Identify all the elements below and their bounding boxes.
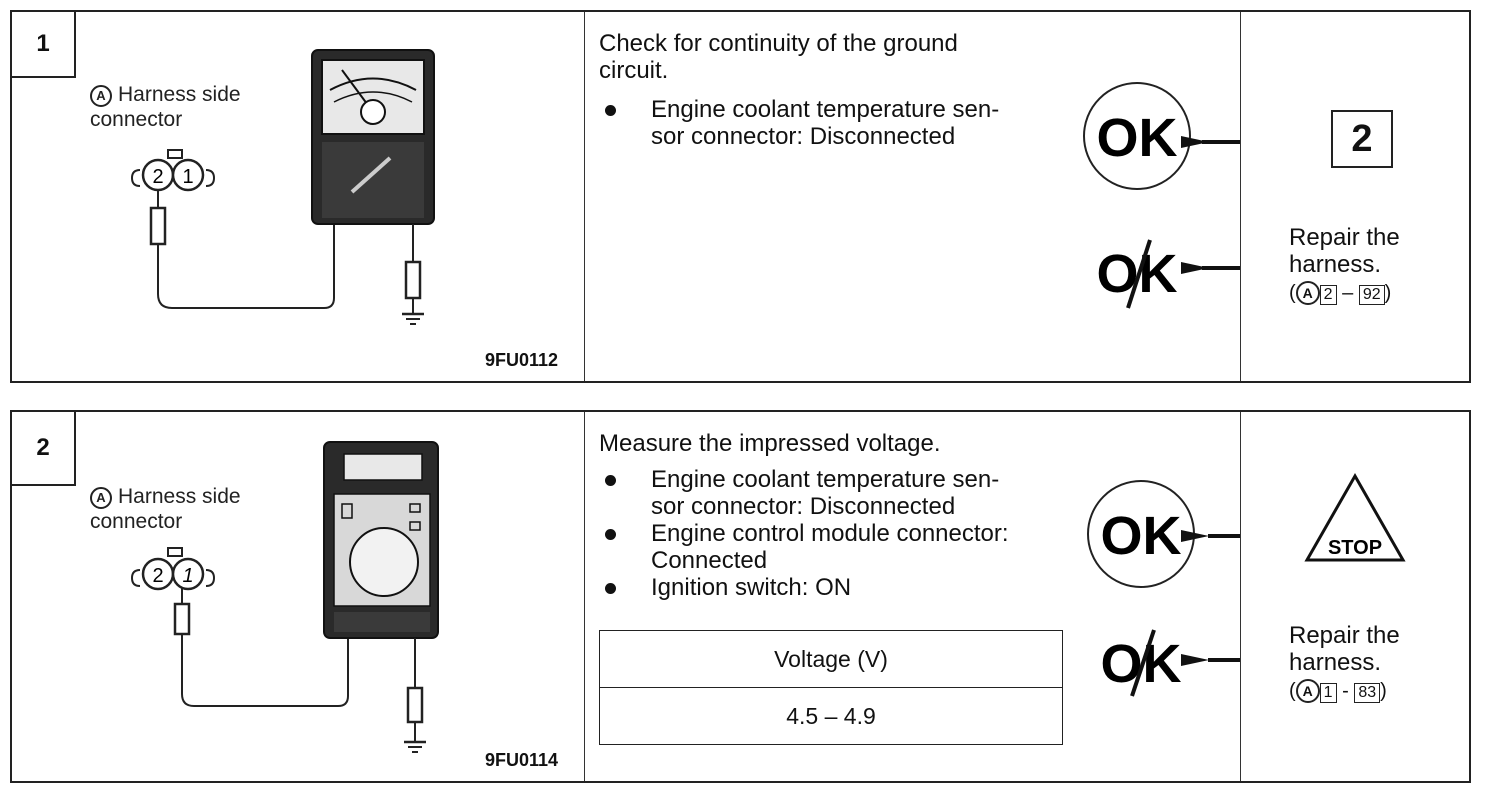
condition-item: Engine coolant temperature sen-sor conne… xyxy=(601,96,999,150)
instruction-title: Measure the impressed voltage. xyxy=(599,430,941,457)
bullet-icon xyxy=(605,529,616,540)
arrow-heads xyxy=(1181,530,1209,666)
condition-item: Engine coolant temperature sen-sor conne… xyxy=(601,466,1009,520)
instruction-title: Check for continuity of the ground circu… xyxy=(599,30,958,84)
analog-multimeter-diagram: 2 1 xyxy=(130,49,435,325)
callout-a-icon: A xyxy=(90,487,112,509)
bullet-icon xyxy=(605,475,616,486)
condition-list: Engine coolant temperature sen-sor conne… xyxy=(601,466,1009,601)
table-value: 4.5 – 4.9 xyxy=(599,687,1063,745)
go-to-step-2-box: 2 xyxy=(1331,110,1393,168)
step-number: 1 xyxy=(12,12,76,78)
ground-symbol-icon xyxy=(404,740,426,753)
figure-code: 9FU0112 xyxy=(484,350,558,370)
ng-crossed-ok-icon: OK xyxy=(1097,239,1178,309)
connector-pin-1: 1 xyxy=(182,166,193,188)
digital-multimeter-icon xyxy=(323,441,439,639)
svg-text:STOP: STOP xyxy=(1328,537,1382,559)
callout-a-icon: A xyxy=(90,85,112,107)
ok-circle-icon: OK xyxy=(1083,82,1191,190)
stop-triangle-icon: STOP xyxy=(1304,472,1406,562)
step-2-ok-ng-marks: OK OK xyxy=(1087,480,1240,697)
svg-text:OK: OK xyxy=(1097,108,1178,168)
table-header: Voltage (V) xyxy=(599,630,1063,688)
step-number: 2 xyxy=(12,412,76,486)
callout-a-icon: A xyxy=(1295,281,1320,305)
condition-item: Engine control module connector:Connecte… xyxy=(601,520,1009,574)
condition-list: Engine coolant temperature sen-sor conne… xyxy=(601,96,999,150)
ground-symbol-icon xyxy=(402,312,424,325)
voltage-spec-table: Voltage (V) 4.5 – 4.9 xyxy=(599,630,1063,745)
bullet-icon xyxy=(605,583,616,594)
svg-text:OK: OK xyxy=(1101,506,1182,566)
bullet-icon xyxy=(605,105,616,116)
step-2-instructions: Measure the impressed voltage. Engine co… xyxy=(585,412,1240,781)
analog-multimeter-icon xyxy=(311,49,435,225)
connector-pin-1: 1 xyxy=(182,565,193,587)
connector-pin-2: 2 xyxy=(152,166,163,188)
step-1-instructions: Check for continuity of the ground circu… xyxy=(585,12,1240,381)
callout-a-icon: A xyxy=(1295,679,1320,703)
ng-crossed-ok-icon: OK xyxy=(1101,629,1182,697)
connector-icon: 2 1 xyxy=(130,547,216,591)
arrow-heads xyxy=(1181,136,1209,274)
digital-multimeter-diagram: 2 1 xyxy=(130,441,439,753)
ok-circle-icon: OK xyxy=(1087,480,1195,588)
figure-code: 9FU0114 xyxy=(484,750,558,770)
connector-icon: 2 1 xyxy=(130,149,216,192)
connector-pin-2: 2 xyxy=(152,565,163,587)
condition-item: Ignition switch: ON xyxy=(601,574,1009,601)
